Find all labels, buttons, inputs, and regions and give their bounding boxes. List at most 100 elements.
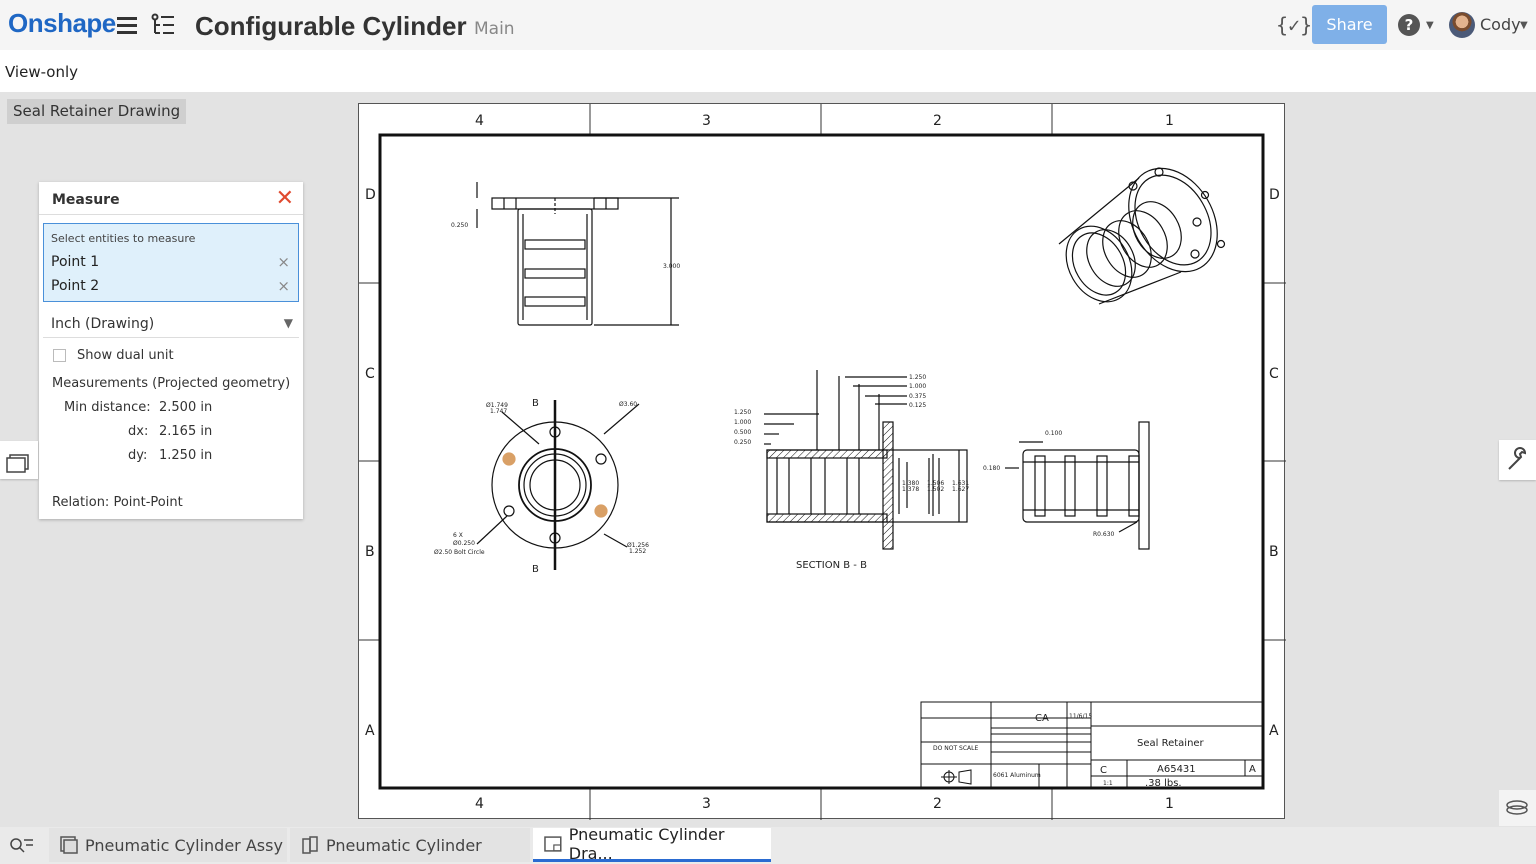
document-title[interactable]: Configurable Cylinder — [195, 11, 467, 41]
drawing-canvas: 4 3 2 1 4 3 2 1 D C B A D C B A 0.25 — [359, 104, 1286, 820]
measure-row-value: 2.165 in — [159, 424, 213, 439]
view-mode-bar: View-only — [0, 50, 1536, 92]
left-panel-toggle[interactable] — [0, 441, 38, 479]
measure-row-label: dy: — [128, 448, 148, 463]
dim-label: 1.627 — [952, 486, 969, 493]
front-view[interactable] — [476, 182, 679, 326]
measure-row-value: 2.500 in — [159, 400, 213, 415]
zone-label: A — [1269, 723, 1279, 739]
bottom-right-toggle[interactable] — [1499, 790, 1536, 826]
dim-label: Ø3.60 — [619, 401, 637, 408]
help-icon[interactable]: ? — [1398, 14, 1420, 36]
top-view[interactable] — [476, 400, 640, 570]
dim-label: 0.125 — [909, 402, 926, 409]
dim-label: 1.631 — [952, 480, 969, 487]
selection-label: Point 2 — [51, 278, 100, 294]
dual-unit-label: Show dual unit — [77, 348, 174, 363]
feature-tree-icon[interactable] — [150, 13, 176, 37]
side-view[interactable] — [1005, 421, 1150, 550]
selection-item[interactable]: Point 2 × — [45, 275, 297, 299]
selection-box[interactable]: Select entities to measure Point 1 × Poi… — [43, 223, 299, 302]
zone-label: 2 — [933, 113, 942, 129]
zone-label: D — [365, 187, 376, 203]
tab-drawing[interactable]: Pneumatic Cylinder Dra... — [533, 824, 771, 863]
zone-label: C — [365, 366, 375, 382]
branch-label[interactable]: Main — [474, 19, 515, 39]
tab-part-studio[interactable]: Pneumatic Cylinder — [290, 828, 530, 862]
tab-label: Pneumatic Cylinder Assy — [85, 835, 283, 855]
tab-assembly[interactable]: Pneumatic Cylinder Assy — [49, 828, 287, 862]
mate-icon — [1506, 800, 1528, 815]
dim-label: 1.000 — [734, 419, 751, 426]
measure-row-label: dx: — [128, 424, 149, 439]
section-marker: B — [532, 564, 539, 575]
date: 11/6/15 — [1069, 713, 1092, 720]
section-view[interactable] — [764, 370, 968, 550]
dim-label: 1.252 — [629, 548, 646, 555]
part-number: A65431 — [1157, 764, 1196, 775]
measure-panel: Measure ✕ Select entities to measure Poi… — [39, 182, 303, 519]
remove-selection-icon[interactable]: × — [277, 277, 290, 295]
part-studio-icon — [302, 836, 318, 854]
dim-label: Ø1.749 — [486, 402, 508, 409]
wrench-icon — [1508, 447, 1527, 470]
assembly-icon — [60, 836, 78, 854]
dim-label: 0.100 — [1045, 430, 1062, 437]
dim-label: 1.250 — [734, 409, 751, 416]
dim-label: 1.000 — [909, 383, 926, 390]
tab-label: Pneumatic Cylinder — [326, 835, 482, 855]
dim-label: 1.250 — [909, 374, 926, 381]
selection-label: Point 1 — [51, 254, 100, 270]
share-button[interactable]: Share — [1312, 5, 1387, 44]
do-not-scale: DO NOT SCALE — [933, 745, 978, 752]
measure-row-value: 1.250 in — [159, 448, 213, 463]
selection-hint: Select entities to measure — [51, 232, 196, 245]
zone-label: B — [1269, 544, 1279, 560]
dim-label: R0.630 — [1093, 531, 1115, 538]
dim-label: 0.180 — [983, 465, 1000, 472]
unit-value: Inch (Drawing) — [51, 316, 155, 332]
drawing-sheet[interactable]: 4 3 2 1 4 3 2 1 D C B A D C B A 0.25 — [358, 103, 1286, 820]
dim-label: 3.000 — [663, 263, 680, 270]
tab-manager-icon[interactable] — [8, 835, 34, 855]
dim-label: Ø1.256 — [627, 542, 649, 549]
section-marker: B — [532, 398, 539, 409]
dim-label: 6 X — [453, 532, 463, 539]
drawing-icon — [544, 835, 562, 852]
sheets-icon — [6, 454, 29, 473]
title-block — [920, 701, 1264, 789]
hamburger-menu-icon[interactable] — [116, 14, 138, 36]
measure-header: Measure ✕ — [39, 182, 303, 215]
measurements-heading: Measurements (Projected geometry) — [52, 376, 291, 391]
isometric-view[interactable] — [1053, 152, 1235, 313]
dim-label: 0.250 — [734, 439, 751, 446]
help-caret-icon[interactable]: ▼ — [1426, 20, 1434, 31]
avatar[interactable] — [1449, 12, 1475, 38]
remove-selection-icon[interactable]: × — [277, 253, 290, 271]
dim-label: 1.506 — [927, 480, 944, 487]
dim-label: 0.375 — [909, 393, 926, 400]
unit-dropdown[interactable]: Inch (Drawing) ▼ — [43, 308, 299, 338]
view-only-label: View-only — [5, 63, 79, 81]
tab-bar: Pneumatic Cylinder Assy Pneumatic Cylind… — [0, 824, 1536, 864]
zone-label: 3 — [702, 113, 711, 129]
measure-title: Measure — [52, 192, 120, 208]
right-panel-toggle[interactable] — [1499, 440, 1536, 480]
dim-label: 1.378 — [902, 486, 919, 493]
dim-label: 1.502 — [927, 486, 944, 493]
onshape-logo[interactable]: Onshape — [8, 8, 116, 38]
zone-label: B — [365, 544, 375, 560]
close-icon[interactable]: ✕ — [275, 186, 294, 211]
zone-label: 3 — [702, 796, 711, 812]
dual-unit-checkbox[interactable] — [53, 349, 66, 362]
selection-item[interactable]: Point 1 × — [45, 251, 297, 275]
dim-label: Ø0.250 — [453, 540, 475, 547]
scale: 1:1 — [1103, 780, 1113, 787]
variables-icon[interactable]: {✓} — [1276, 13, 1313, 37]
zone-label: 2 — [933, 796, 942, 812]
user-name[interactable]: Cody — [1480, 15, 1521, 34]
dim-label: 0.500 — [734, 429, 751, 436]
tab-label: Pneumatic Cylinder Dra... — [568, 824, 725, 863]
user-caret-icon[interactable]: ▼ — [1520, 20, 1528, 31]
relation-label: Relation: Point-Point — [52, 495, 183, 510]
